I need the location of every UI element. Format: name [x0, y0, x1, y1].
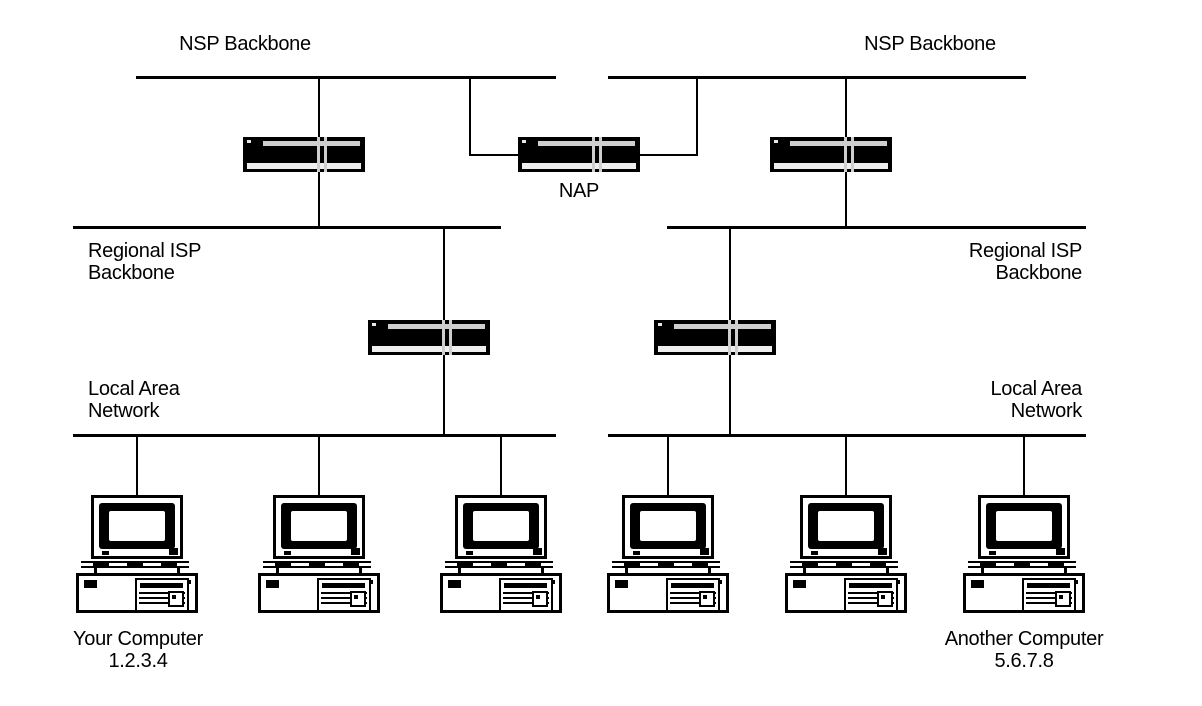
monitor-stand [263, 561, 371, 568]
computer-case [440, 573, 562, 613]
link-lan-left-computer-1 [136, 434, 138, 497]
computer-case [76, 573, 198, 613]
monitor [91, 495, 183, 559]
link-lan-left-computer-3 [500, 434, 502, 497]
regional-right-router-icon [654, 320, 776, 355]
your-computer-ip: 1.2.3.4 [108, 650, 168, 672]
monitor [978, 495, 1070, 559]
lan-left-line [73, 434, 556, 437]
regional-left-router-icon [368, 320, 490, 355]
regional-isp-right-line2: Backbone [995, 262, 1082, 284]
nap-label: NAP [558, 180, 600, 202]
computer-icon-right-1 [605, 495, 731, 613]
nsp-backbone-left-line [136, 76, 556, 79]
link-lan-right-computer-2 [845, 434, 847, 497]
link-lan-right-computer-1 [667, 434, 669, 497]
link-lan-left-computer-2 [318, 434, 320, 497]
another-computer-label: Another Computer 5.6.7.8 [904, 628, 1144, 672]
computer-icon-another-computer [961, 495, 1087, 613]
computer-case [607, 573, 729, 613]
link-nsp-left-to-nap [469, 76, 471, 156]
monitor [622, 495, 714, 559]
regional-isp-left-line1: Regional ISP [88, 240, 202, 262]
monitor-stand [81, 561, 189, 568]
lan-right-line [608, 434, 1086, 437]
computer-case [258, 573, 380, 613]
regional-isp-left-line2: Backbone [88, 262, 175, 284]
another-computer-ip: 5.6.7.8 [994, 650, 1054, 672]
link-nsp-left-to-nap-horizontal [469, 154, 519, 156]
nsp-backbone-left-label: NSP Backbone [179, 33, 311, 55]
another-computer-name: Another Computer [944, 628, 1104, 650]
your-computer-label: Your Computer 1.2.3.4 [28, 628, 248, 672]
regional-isp-left-line [73, 226, 501, 229]
monitor-stand [612, 561, 720, 568]
nsp-backbone-right-line [608, 76, 1026, 79]
lan-left-label: Local Area Network [88, 378, 180, 422]
regional-isp-left-label: Regional ISP Backbone [88, 240, 201, 284]
link-lan-right-computer-3 [1023, 434, 1025, 497]
regional-isp-right-line1: Regional ISP [968, 240, 1082, 262]
computer-icon-left-2 [256, 495, 382, 613]
computer-case [963, 573, 1085, 613]
computer-icon-right-2 [783, 495, 909, 613]
computer-case [785, 573, 907, 613]
monitor [800, 495, 892, 559]
your-computer-name: Your Computer [73, 628, 203, 650]
lan-right-label: Local Area Network [900, 378, 1082, 422]
monitor-stand [445, 561, 553, 568]
lan-left-line2: Network [88, 400, 160, 422]
lan-right-line2: Network [1010, 400, 1083, 422]
nap-router-icon [518, 137, 640, 172]
lan-left-line1: Local Area [88, 378, 180, 400]
regional-isp-right-label: Regional ISP Backbone [900, 240, 1082, 284]
nsp-backbone-right-label: NSP Backbone [864, 33, 996, 55]
link-nsp-right-to-nap-horizontal [640, 154, 698, 156]
monitor-stand [790, 561, 898, 568]
monitor [273, 495, 365, 559]
lan-right-line1: Local Area [990, 378, 1082, 400]
regional-isp-right-line [667, 226, 1086, 229]
computer-icon-your-computer [74, 495, 200, 613]
monitor-stand [968, 561, 1076, 568]
monitor [455, 495, 547, 559]
nsp-left-router-icon [243, 137, 365, 172]
computer-icon-left-3 [438, 495, 564, 613]
nsp-right-router-icon [770, 137, 892, 172]
link-nsp-right-to-nap [696, 76, 698, 156]
